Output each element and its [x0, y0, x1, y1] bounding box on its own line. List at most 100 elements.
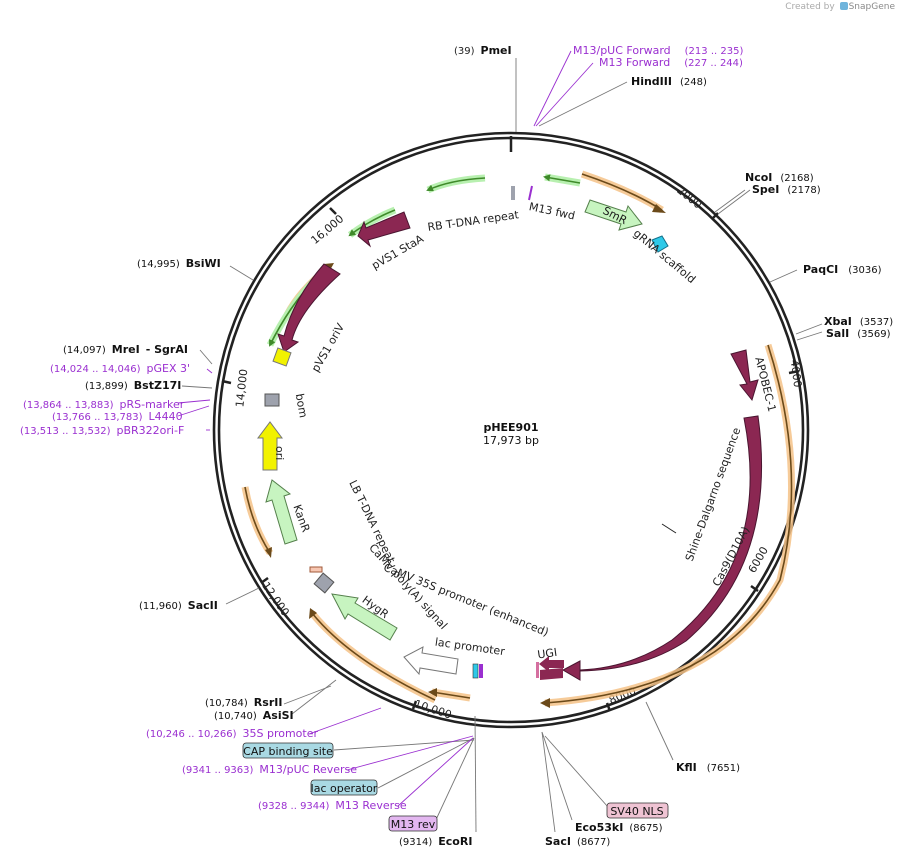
site-pos: (3569) [857, 329, 890, 340]
feature-label-bom: bom [293, 393, 310, 419]
grna-scaffold-feature [651, 235, 669, 253]
site-name: SacII [188, 599, 218, 612]
svg-text:(14,995)BsiWI: (14,995)BsiWI [137, 257, 221, 270]
site-name: SalI [826, 327, 849, 340]
svg-text:(9328 .. 9344)M13 Reverse: (9328 .. 9344)M13 Reverse [258, 799, 407, 812]
feature-label-grna: gRNA scaffold [631, 227, 698, 286]
snapgene-logo-icon [839, 2, 848, 10]
site-name: PmeI [481, 44, 512, 57]
svg-text:SalI(3569): SalI (3569) [826, 327, 891, 340]
credit-prefix: Created by [785, 2, 835, 12]
feature-label-rb-tdna: RB T-DNA repeat [427, 208, 521, 234]
site-name: MreI [112, 343, 140, 356]
boxed-feature-labels: CAP binding site lac operator M13 rev SV… [242, 742, 669, 832]
svg-text:(10,246 .. 10,266)35S promoter: (10,246 .. 10,266) 35S promoter [146, 727, 318, 740]
site-pos: (3537) [860, 317, 893, 328]
site-pos: (14,097) [63, 345, 106, 356]
svg-text:(11,960)SacII: (11,960) SacII [139, 599, 218, 612]
svg-text:(9341 .. 9363)M13/pUC Reverse: (9341 .. 9363) M13/pUC Reverse [182, 763, 357, 776]
smr-feature [584, 199, 643, 231]
camv-polya-feature [313, 572, 335, 594]
site-pos: (10,784) [205, 698, 248, 709]
plasmid-name: pHEE901 [483, 421, 538, 434]
svg-text:(10,784)RsrII: (10,784)RsrII [205, 696, 282, 709]
site-name: BstZ17I [134, 379, 182, 392]
site-name: BsiWI [186, 257, 221, 270]
tick-label: 16,000 [308, 212, 346, 247]
primer-name: 35S promoter [243, 727, 319, 740]
boxed-label-lac-operator: lac operator [311, 782, 378, 795]
plasmid-size: 17,973 bp [483, 434, 539, 447]
hygr-feature [331, 593, 398, 641]
site-pos: (2168) [780, 173, 813, 184]
leader-lines [181, 58, 823, 833]
svg-text:(10,740)AsiSI: (10,740)AsiSI [214, 709, 294, 722]
primer-range: (227 .. 244) [684, 58, 743, 69]
svg-text:Eco53kI(8675): Eco53kI(8675) [575, 821, 663, 834]
site-pos: (39) [454, 46, 475, 57]
cas9-feature [540, 349, 763, 681]
svg-text:M13 Forward(227 .. 244): M13 Forward (227 .. 244) [599, 56, 743, 69]
site-pos: (11,960) [139, 601, 182, 612]
lac-region-features [472, 185, 539, 679]
primer-name: pBR322ori-F [117, 424, 185, 437]
pvs1-staa-feature [357, 211, 411, 248]
site-name: KflI [676, 761, 697, 774]
svg-text:(13,899)BstZ17I: (13,899)BstZ17I [85, 379, 181, 392]
pvs1-oriv-feature [272, 347, 292, 367]
boxed-label-m13-rev: M13 rev [391, 818, 436, 831]
boxed-label-sv40-nls: SV40 NLS [610, 805, 663, 818]
svg-text:(14,024 .. 14,046)pGEX 3': (14,024 .. 14,046)pGEX 3' [50, 362, 190, 375]
feature-label-ori: ori [273, 446, 286, 460]
feature-label-pvs1-oriv: pVS1 oriV [309, 321, 347, 375]
site-name: PaqCI [803, 263, 838, 276]
site-pos: (8677) [577, 837, 610, 848]
primer-range: (213 .. 235) [685, 46, 744, 57]
site-name: HindIII [631, 75, 672, 88]
ugi-feature [539, 656, 564, 672]
site-name: SacI [545, 835, 571, 848]
primer-leader-lines [177, 50, 594, 807]
primer-range: (13,766 .. 13,783) [52, 412, 143, 423]
svg-text:NcoI(2168): NcoI(2168) [745, 171, 814, 184]
svg-text:M13/pUC Forward(213 .. 235): M13/pUC Forward(213 .. 235) [573, 44, 743, 57]
kanr-feature [265, 479, 298, 545]
restriction-sites: (39)PmeI HindIII(248) NcoI(2168) SpeI(21… [63, 44, 893, 848]
site-pos: (2178) [787, 185, 820, 196]
feature-label-lac-promoter: lac promoter [434, 636, 506, 659]
svg-text:(13,766 .. 13,783)L4440: (13,766 .. 13,783)L4440 [52, 410, 183, 423]
feature-label-camv-35s: CaMV 35S promoter (enhanced) [382, 561, 551, 639]
lb-tdna-feature [309, 566, 323, 573]
primer-range: (9341 .. 9363) [182, 765, 254, 776]
site-name: AsiSI [263, 709, 294, 722]
site-pos: (248) [680, 77, 707, 88]
site-pos: (8675) [629, 823, 662, 834]
site-name: - SgrAI [146, 343, 188, 356]
svg-text:PaqCI(3036): PaqCI (3036) [803, 263, 882, 276]
primer-name: pRS-marker [120, 398, 185, 411]
primer-name: M13 Reverse [335, 799, 406, 812]
primer-name: M13/pUC Reverse [259, 763, 357, 776]
svg-text:KflI(7651): KflI(7651) [676, 761, 740, 774]
site-name: XbaI [824, 315, 852, 328]
svg-text:XbaI(3537): XbaI (3537) [824, 315, 893, 328]
ori-feature [257, 421, 283, 471]
bom-feature [264, 393, 280, 407]
boxed-label-cap: CAP binding site [243, 745, 333, 758]
svg-text:HindIII(248): HindIII (248) [631, 75, 707, 88]
primer-range: (10,246 .. 10,266) [146, 729, 237, 740]
svg-text:(13,864 .. 13,883)pRS-marker: (13,864 .. 13,883) pRS-marker [23, 398, 185, 411]
primer-name: M13 Forward [599, 56, 670, 69]
primer-name: pGEX 3' [147, 362, 191, 375]
primer-range: (13,513 .. 13,532) [20, 426, 111, 437]
snapgene-credit: Created by SnapGene [785, 2, 895, 12]
site-pos: (9314) [399, 837, 432, 848]
primer-range: (13,864 .. 13,883) [23, 400, 114, 411]
site-pos: (3036) [848, 265, 881, 276]
feature-label-pvs1-staa: pVS1 StaA [369, 232, 426, 272]
feature-label-ugi: UGI [537, 646, 558, 662]
credit-brand: SnapGene [848, 2, 895, 12]
site-name: SpeI [752, 183, 779, 196]
primer-labels: M13/pUC Forward(213 .. 235) M13 Forward (… [20, 44, 743, 812]
